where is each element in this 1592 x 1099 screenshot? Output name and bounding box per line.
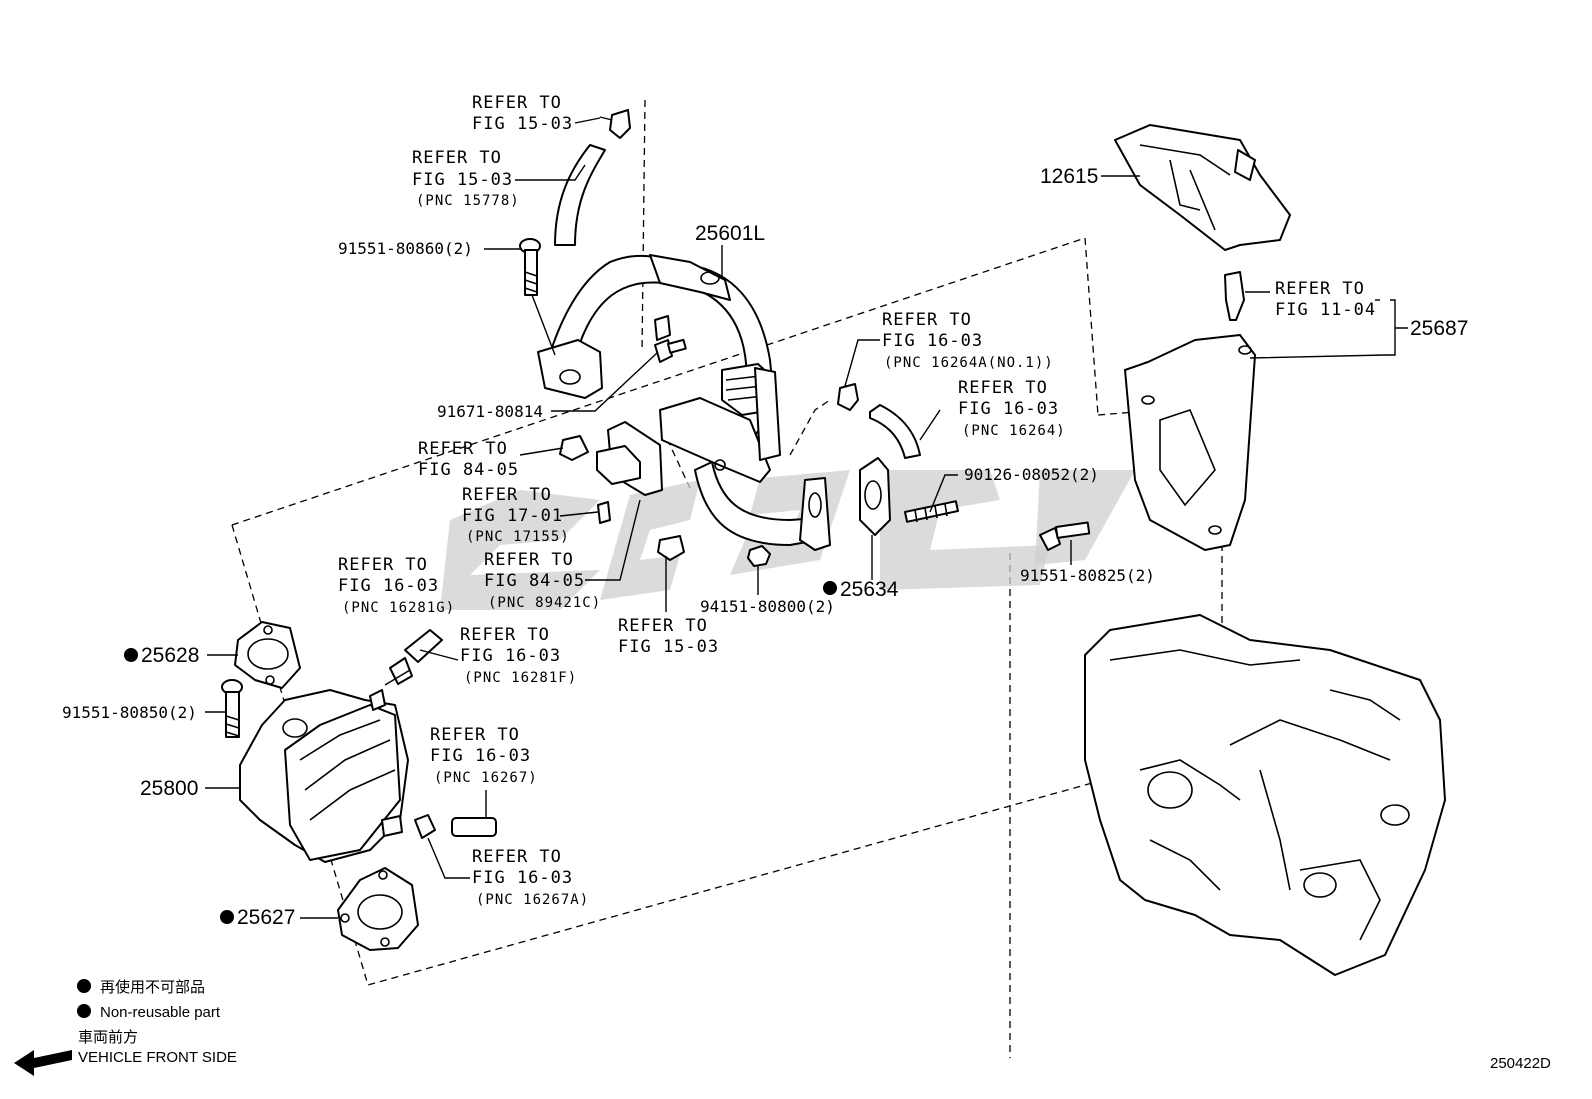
part-number-12615: 12615 [1040,165,1098,188]
ref-fig-j: FIG 16-03 [338,576,439,596]
non-reusable-marker-25628 [124,648,138,662]
gasket-25634 [859,457,891,536]
ref-fig-g: FIG 84-05 [484,571,585,591]
engine-block [1084,614,1446,976]
part-number-25627: 25627 [237,906,295,929]
hose-16264 [869,404,921,459]
stud-90126-08052 [903,500,959,523]
part-number-91551-80850: 91551-80850(2) [62,703,197,722]
hose-16267 [451,817,497,837]
hose-clip-top [599,109,631,139]
ref-fig-l: FIG 16-03 [430,746,531,766]
ref-pnc-c: (PNC 16264A(NO.1)) [884,355,1054,371]
ref-fig-e: FIG 84-05 [418,460,519,480]
clip-11-04 [1224,271,1245,321]
bracket-25687 [1124,334,1256,551]
part-number-90126-08052: 90126-08052(2) [964,465,1099,484]
hose-15778 [554,144,606,246]
legend-jp-front: 車両前方 [78,1029,138,1046]
ref-label-i: REFER TO [1275,279,1365,299]
ref-fig-m: FIG 16-03 [472,868,573,888]
ref-label-m: REFER TO [472,847,562,867]
cover-12615 [1114,124,1291,251]
ref-pnc-l: (PNC 16267) [434,770,538,786]
legend: 再使用不可部品 Non-reusable part 車両前方 VEHICLE F… [14,979,237,1076]
leader-lines [205,117,1408,919]
ref-label-l: REFER TO [430,725,520,745]
part-number-91551-80860: 91551-80860(2) [338,239,473,258]
sensor-bracket [559,421,663,524]
ref-label-h: REFER TO [618,616,708,636]
nut-94151-80800 [747,545,771,567]
part-number-25601l: 25601L [695,222,765,245]
part-number-25634: 25634 [840,578,899,601]
ref-fig-k: FIG 16-03 [460,646,561,666]
part-number-91671-80814: 91671-80814 [437,402,543,421]
legend-dot-jp [77,979,91,993]
hose-clip-lower [657,535,685,561]
part-number-25687: 25687 [1410,317,1468,340]
gasket-25628 [234,621,301,689]
ref-label-g: REFER TO [484,550,574,570]
ref-pnc-g: (PNC 89421C) [488,595,601,611]
ref-fig-d: FIG 16-03 [958,399,1059,419]
ref-fig-f: FIG 17-01 [462,506,563,526]
hose-16281g [389,629,443,685]
bolt-91671-80814 [654,338,687,363]
ref-label-j: REFER TO [338,555,428,575]
clip-16264a [837,383,859,411]
egr-cooler-25800 [239,689,409,863]
part-number-25628: 25628 [141,644,199,667]
ref-pnc-d: (PNC 16264) [962,423,1066,439]
ref-pnc-j: (PNC 16281G) [342,600,455,616]
legend-dot-en [77,1004,91,1018]
gasket-25627 [337,867,419,951]
ref-pnc-k: (PNC 16281F) [464,670,577,686]
clip-16267a [414,814,436,839]
bolt-91551-80850 [221,679,243,738]
legend-jp-nonreusable: 再使用不可部品 [100,979,205,996]
ref-label-c: REFER TO [882,310,972,330]
figure-code: 250422D [1490,1055,1551,1072]
legend-en-nonreusable: Non-reusable part [100,1004,221,1021]
ref-pnc-f: (PNC 17155) [466,529,570,545]
ref-label-f: REFER TO [462,485,552,505]
ref-fig-a: FIG 15-03 [472,114,573,134]
ref-fig-i: FIG 11-04 [1275,300,1376,320]
labels: REFER TO FIG 15-03 REFER TO FIG 15-03 (P… [62,93,1468,929]
part-number-25800: 25800 [140,777,198,800]
ref-fig-h: FIG 15-03 [618,637,719,657]
egr-pipe-25601l [537,254,831,551]
ref-fig-c: FIG 16-03 [882,331,983,351]
ref-label-b: REFER TO [412,148,502,168]
part-number-94151-80800: 94151-80800(2) [700,597,835,616]
bolt-91551-80860 [519,238,541,296]
ref-label-e: REFER TO [418,439,508,459]
part-number-91551-80825: 91551-80825(2) [1020,566,1155,585]
bolt-91551-80825 [1039,521,1091,551]
ref-pnc-m: (PNC 16267A) [476,892,589,908]
legend-en-front: VEHICLE FRONT SIDE [78,1049,237,1066]
ref-pnc-b: (PNC 15778) [416,193,520,209]
ref-fig-b: FIG 15-03 [412,170,513,190]
ref-label-k: REFER TO [460,625,550,645]
non-reusable-marker-25627 [220,910,234,924]
front-arrow-icon [14,1050,72,1076]
non-reusable-marker-25634 [823,581,837,595]
ref-label-a: REFER TO [472,93,562,113]
ref-label-d: REFER TO [958,378,1048,398]
